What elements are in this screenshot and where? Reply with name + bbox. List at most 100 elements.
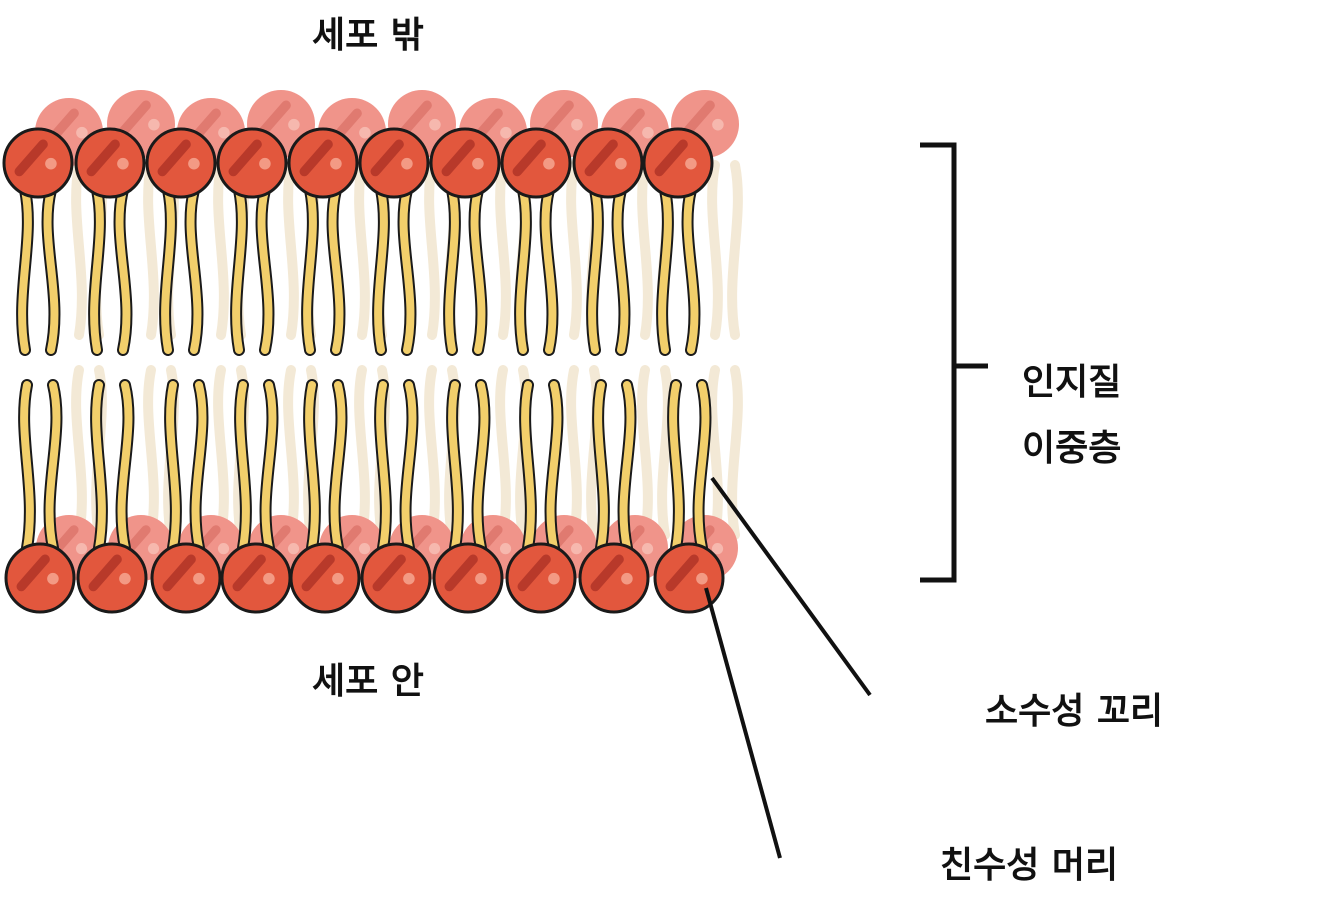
back-top-head-8-highlight xyxy=(642,126,654,139)
front-bottom-head-2 xyxy=(150,542,222,614)
back-bottom-head-6-highlight xyxy=(499,543,512,555)
front-bottom-head-4 xyxy=(289,542,361,614)
back-top-head-7-highlight xyxy=(571,118,583,131)
front-top-tail-left-4-fill xyxy=(303,186,317,354)
front-bottom-head-0-highlight xyxy=(47,572,59,585)
back-top-tail-b-9-fill xyxy=(727,160,743,340)
front-bottom-tail-right-9-fill xyxy=(694,381,710,552)
front-bottom-head-1 xyxy=(76,542,148,614)
front-bottom-tail-left-4-fill xyxy=(305,381,319,552)
front-top-tail-left-5 xyxy=(372,184,390,356)
front-bottom-head-7-highlight xyxy=(548,572,560,585)
back-bottom-tail-8-fill xyxy=(637,365,653,540)
back-top-tail-b-9 xyxy=(727,160,743,340)
front-bottom-tail-left-1 xyxy=(90,379,108,554)
back-top-tail-1 xyxy=(143,160,159,340)
front-top-head-6-highlight xyxy=(472,157,484,170)
front-top-tail-left-1-fill xyxy=(90,186,104,354)
front-bottom-head-4-stripe xyxy=(301,554,335,592)
front-bottom-head-0 xyxy=(4,542,76,614)
back-bottom-head-7-highlight xyxy=(570,543,583,555)
front-bottom-head-2-highlight xyxy=(193,572,205,585)
back-bottom-tail-5 xyxy=(424,365,440,540)
front-top-head-4-stripe xyxy=(299,139,333,177)
back-top-head-9-stripe xyxy=(681,100,715,138)
front-top-head-3-ball xyxy=(216,127,288,199)
front-bottom-tail-left-0-fill xyxy=(20,381,34,552)
front-top-tail-right-3-fill xyxy=(257,186,273,354)
front-top-head-1 xyxy=(74,127,146,199)
front-bottom-head-1-stripe xyxy=(88,554,122,592)
front-bottom-head-6-ball xyxy=(432,542,504,614)
back-top-tail-5 xyxy=(424,160,440,340)
front-bottom-tail-left-1-fill xyxy=(92,381,106,552)
front-top-tail-right-3 xyxy=(255,184,275,356)
back-bottom-tail-3-fill xyxy=(283,365,299,540)
back-bottom-tail-7-fill xyxy=(566,365,582,540)
front-top-tail-left-4 xyxy=(301,184,319,356)
back-bottom-tail-2-fill xyxy=(213,365,229,540)
back-top-tail-6 xyxy=(495,160,511,340)
back-top-head-6-highlight xyxy=(500,126,512,139)
back-top-tail-8 xyxy=(637,160,653,340)
hydrophilic-head-label: 친수성 머리 xyxy=(940,845,1119,886)
head-pointer-line xyxy=(704,587,782,859)
front-top-tail-left-9-fill xyxy=(658,186,672,354)
front-top-head-7-ball xyxy=(500,127,572,199)
front-bottom-tail-left-7 xyxy=(519,379,537,554)
bilayer-label: 인지질 이중층 xyxy=(1022,350,1121,482)
front-top-tail-right-4 xyxy=(326,184,346,356)
back-bottom-tail-5-fill xyxy=(424,365,440,540)
back-top-head-7-stripe xyxy=(540,100,574,138)
front-top-tail-right-1 xyxy=(113,184,133,356)
front-top-tail-right-4-fill xyxy=(328,186,344,354)
front-bottom-tail-right-1-fill xyxy=(117,381,133,552)
back-bottom-tail-b-8-fill xyxy=(657,365,673,540)
front-bottom-tail-right-7 xyxy=(544,379,564,554)
front-top-head-6-stripe xyxy=(441,139,475,177)
front-bottom-tail-left-2 xyxy=(164,379,182,554)
front-top-head-5-stripe xyxy=(370,139,404,177)
front-heads-layer xyxy=(2,127,725,614)
front-bottom-tail-left-9 xyxy=(667,379,685,554)
front-bottom-head-6-highlight xyxy=(475,572,487,585)
back-bottom-tail-2 xyxy=(213,365,229,540)
front-bottom-head-5 xyxy=(360,542,432,614)
front-tails-layer xyxy=(16,184,712,554)
front-bottom-tail-right-4-fill xyxy=(330,381,346,552)
front-bottom-tail-right-3 xyxy=(259,379,279,554)
front-top-head-0-ball xyxy=(2,127,74,199)
front-top-head-7 xyxy=(500,127,572,199)
front-top-tail-left-7-fill xyxy=(516,186,530,354)
front-bottom-tail-left-5 xyxy=(374,379,392,554)
bilayer-bracket xyxy=(920,142,988,583)
back-top-tail-2-fill xyxy=(213,160,229,340)
front-top-tail-left-3 xyxy=(230,184,248,356)
back-bottom-tail-6-fill xyxy=(495,365,511,540)
front-top-head-1-stripe xyxy=(86,139,120,177)
front-top-head-4-highlight xyxy=(330,157,342,170)
front-top-head-9-highlight xyxy=(685,157,697,170)
front-top-tail-left-3-fill xyxy=(232,186,246,354)
back-top-tail-4-fill xyxy=(354,160,370,340)
front-top-head-5-ball xyxy=(358,127,430,199)
front-top-head-5 xyxy=(358,127,430,199)
front-top-head-8-ball xyxy=(572,127,644,199)
front-top-head-3-highlight xyxy=(259,157,271,170)
front-bottom-head-0-ball xyxy=(4,542,76,614)
front-top-head-0-stripe xyxy=(14,139,48,177)
back-top-tail-6-fill xyxy=(495,160,511,340)
back-top-tail-1-fill xyxy=(143,160,159,340)
front-bottom-tail-left-6 xyxy=(446,379,464,554)
front-top-head-6 xyxy=(429,127,501,199)
front-top-head-8-highlight xyxy=(615,157,627,170)
front-bottom-head-8-stripe xyxy=(590,554,624,592)
front-top-head-8-stripe xyxy=(584,139,618,177)
front-bottom-tail-left-9-fill xyxy=(669,381,683,552)
front-top-tail-left-0 xyxy=(16,184,34,356)
front-bottom-tail-right-8 xyxy=(617,379,637,554)
back-bottom-head-4-highlight xyxy=(358,543,371,555)
inside-cell-label: 세포 안 xyxy=(312,661,424,702)
back-bottom-tail-7 xyxy=(566,365,582,540)
front-top-head-1-highlight xyxy=(117,157,129,170)
